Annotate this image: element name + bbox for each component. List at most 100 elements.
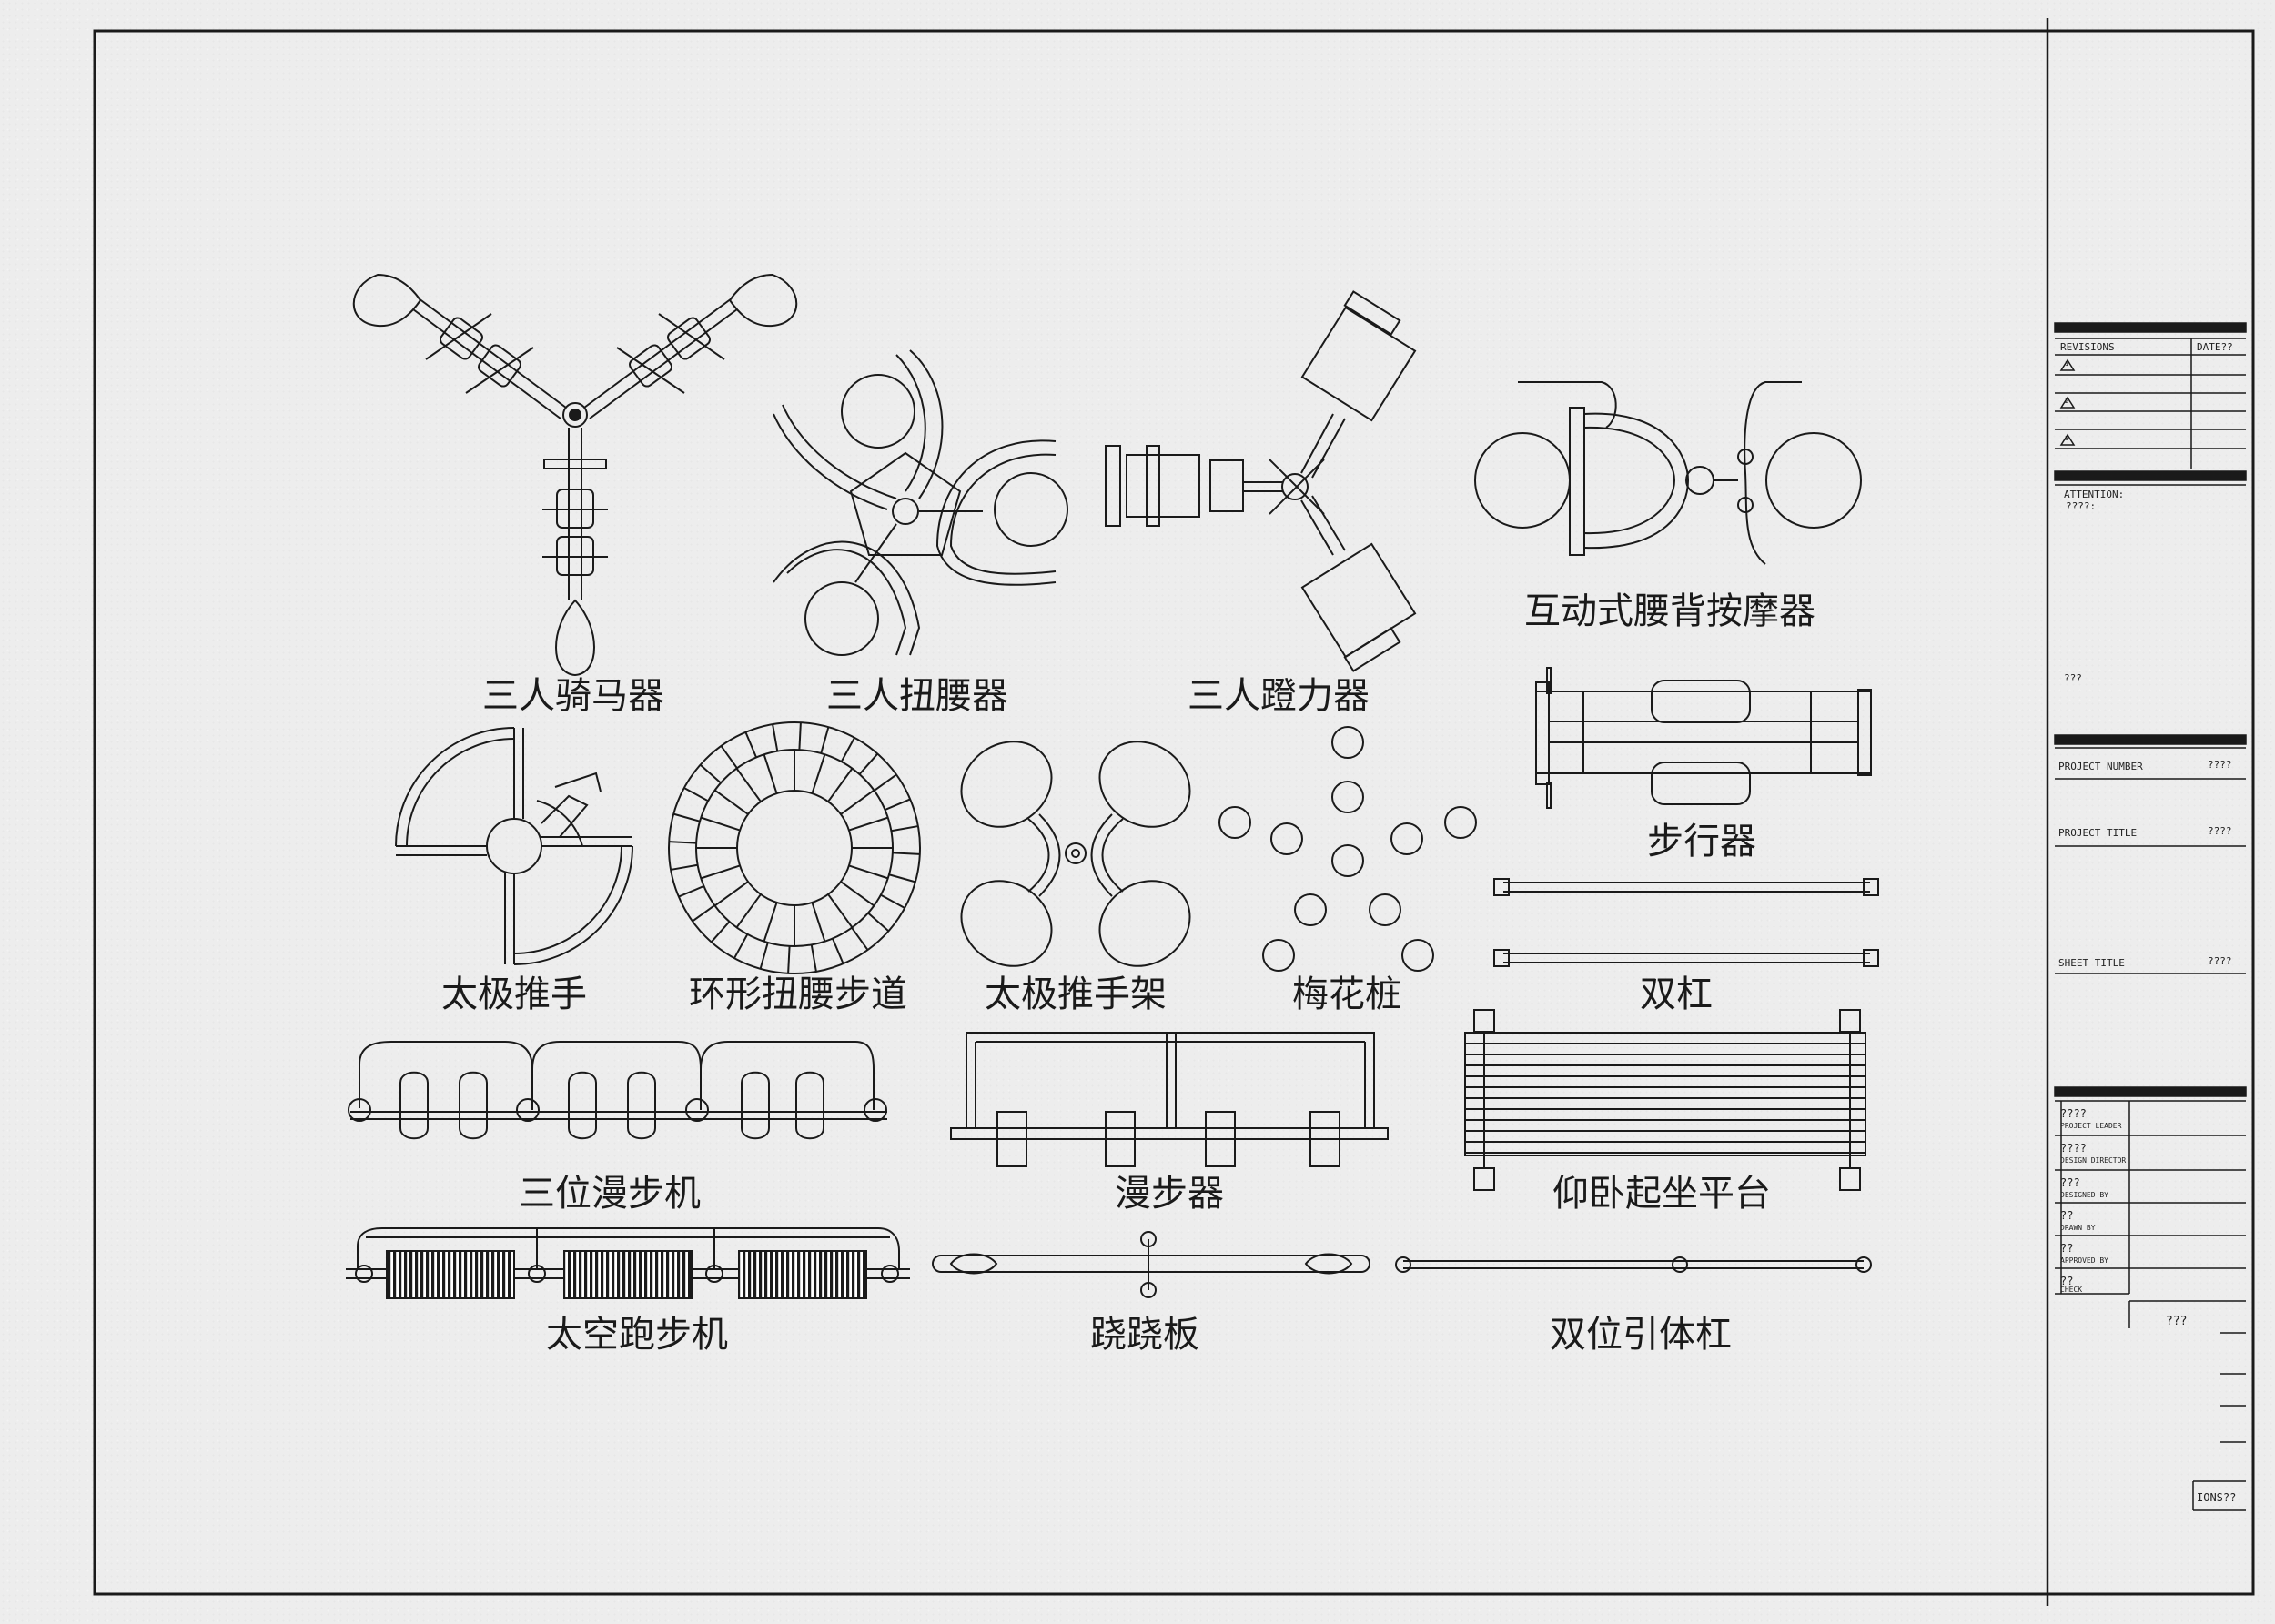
ring-spoke [840, 789, 875, 815]
ring-spoke [848, 864, 889, 880]
ring-outer-spoke [699, 763, 722, 784]
ring-outer-spoke [840, 737, 855, 762]
label-three-person-waist-twist: 三人扭腰器 [826, 675, 1008, 717]
ring-spoke [735, 768, 762, 802]
attention-value: ??? [2064, 672, 2082, 684]
design-director-label: DESIGN DIRECTOR [2060, 1156, 2127, 1165]
label-stepper: 漫步器 [1115, 1173, 1224, 1215]
seesaw-symbol [932, 1231, 1370, 1298]
attention-label: ATTENTION: [2064, 489, 2125, 500]
ring-spoke [763, 902, 778, 943]
label-three-person-pedal: 三人蹬力器 [1188, 675, 1370, 717]
approved-by-value: ?? [2060, 1242, 2074, 1255]
three-person-horse-rider-symbol [352, 273, 798, 677]
sheet-number-value: ??? [2166, 1315, 2188, 1328]
project-number-value: ???? [2208, 759, 2232, 771]
ring-outer-spoke [670, 863, 698, 871]
sheet-border [93, 29, 2255, 1596]
revision-mark-3: 3 [2065, 435, 2069, 442]
ring-outer-spoke [880, 893, 905, 909]
space-runner-symbol [346, 1227, 910, 1299]
designed-by-value: ??? [2060, 1176, 2080, 1189]
label-double-pullup-bar: 双位引体杠 [1550, 1314, 1732, 1356]
ring-spoke [763, 753, 778, 794]
label-seesaw: 跷跷板 [1090, 1314, 1199, 1356]
label-tai-chi-push-frame: 太极推手架 [985, 973, 1167, 1015]
date-label: DATE?? [2197, 341, 2233, 353]
project-leader-label: PROJECT LEADER [2060, 1122, 2122, 1130]
plum-pile-symbol [1218, 726, 1477, 972]
project-title-label: PROJECT TITLE [2058, 827, 2138, 839]
ring-outer-spoke [720, 745, 738, 769]
ring-outer-spoke [744, 731, 757, 758]
ring-outer-spoke [683, 787, 709, 802]
ring-waist-walkway-symbol [668, 721, 921, 974]
ring-spoke [700, 864, 741, 880]
ring-spoke [840, 881, 875, 907]
ring-outer-spoke [867, 912, 890, 933]
ring-outer-spoke [672, 812, 701, 822]
ring-outer-spoke [885, 798, 911, 811]
ring-outer-spoke [892, 852, 920, 855]
ring-spoke [714, 789, 749, 815]
approved-by-label: APPROVED BY [2060, 1256, 2108, 1265]
label-plum-pile: 梅花桩 [1292, 973, 1401, 1015]
three-position-stepper-symbol [348, 1041, 887, 1140]
ring-outer-spoke [798, 722, 802, 751]
parallel-bars-symbol [1493, 878, 1879, 967]
ring-outer-spoke [692, 904, 715, 923]
check-value: ?? [2060, 1275, 2074, 1287]
ring-spoke [848, 816, 889, 832]
attention-text: ????: [2066, 500, 2097, 512]
ring-outer-spoke [759, 942, 769, 970]
ring-spoke [735, 893, 762, 928]
double-pullup-bar-symbol [1395, 1256, 1872, 1273]
label-three-position-stepper: 三位漫步机 [519, 1173, 701, 1215]
situp-platform-symbol [1464, 1009, 1866, 1191]
walker-symbol [1535, 667, 1872, 809]
designed-by-label: DESIGNED BY [2060, 1191, 2108, 1199]
ring-spoke [811, 902, 826, 943]
label-walker: 步行器 [1647, 821, 1756, 862]
label-situp-platform: 仰卧起坐平台 [1552, 1173, 1771, 1215]
label-parallel-bars: 双杠 [1640, 973, 1713, 1015]
revisions-label: REVISIONS [2060, 341, 2115, 353]
ring-outer-spoke [820, 726, 830, 754]
ring-outer-spoke [787, 945, 791, 973]
drawn-by-value: ?? [2060, 1209, 2074, 1222]
ring-spoke [811, 753, 826, 794]
title-block [2054, 322, 2247, 1511]
ring-outer-spoke [874, 773, 897, 792]
ring-outer-spoke [858, 752, 879, 775]
design-director-value: ???? [2060, 1142, 2087, 1155]
ring-spoke [827, 768, 854, 802]
tai-chi-push-hands-symbol [395, 727, 633, 965]
project-leader-value: ???? [2060, 1107, 2087, 1120]
revisions-footer: IONS?? [2197, 1491, 2237, 1504]
ring-outer-spoke [832, 938, 844, 964]
ring-spoke [714, 881, 749, 907]
label-interactive-back-massager: 互动式腰背按摩器 [1524, 590, 1815, 632]
label-ring-waist-walkway: 环形扭腰步道 [689, 973, 907, 1015]
ring-outer-spoke [710, 921, 731, 943]
three-person-pedal-press-symbol [1105, 290, 1417, 672]
ring-outer-spoke [888, 873, 916, 883]
sheet-title-value: ???? [2208, 955, 2232, 967]
project-number-label: PROJECT NUMBER [2058, 761, 2143, 772]
label-three-person-horse: 三人骑马器 [482, 675, 664, 717]
label-space-runner: 太空跑步机 [546, 1314, 728, 1356]
label-tai-chi-push: 太极推手 [441, 973, 587, 1015]
ring-outer-spoke [733, 933, 749, 959]
project-title-value: ???? [2208, 825, 2232, 837]
three-person-waist-twister-symbol [773, 349, 1068, 656]
ring-outer-spoke [810, 944, 817, 973]
ring-outer-spoke [891, 825, 919, 832]
check-label: CHECK [2060, 1286, 2083, 1294]
ring-spoke [827, 893, 854, 928]
sheet-title-label: SHEET TITLE [2058, 957, 2125, 969]
ring-outer-spoke [772, 723, 779, 751]
revision-mark-1: 1 [2065, 360, 2069, 368]
tai-chi-push-frame-symbol [960, 741, 1191, 967]
ring-outer-spoke [851, 927, 869, 951]
